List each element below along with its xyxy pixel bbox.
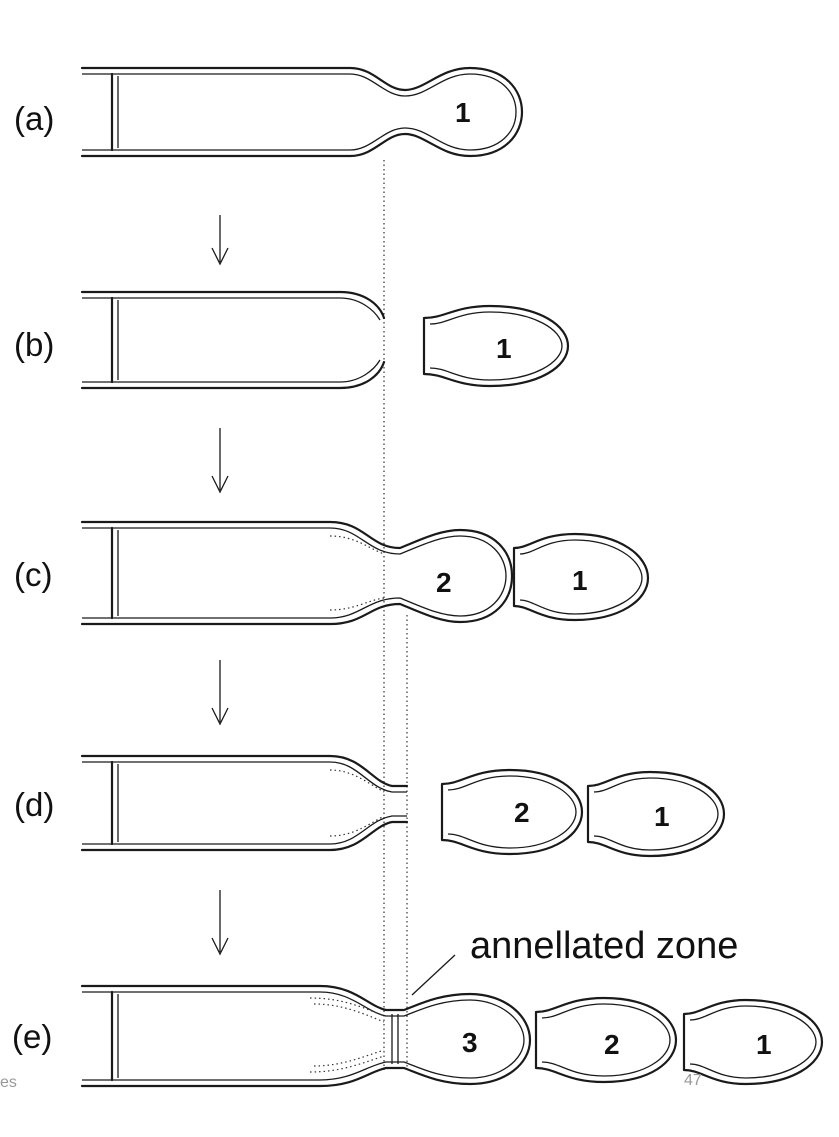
stage-e: (e) 3 2 1	[12, 984, 824, 1088]
arrow-d-e	[211, 890, 229, 956]
stage-b-cell-1: 1	[496, 333, 512, 364]
stage-e-label: (e)	[12, 1018, 52, 1055]
stage-d: (d) 2 1	[14, 754, 726, 858]
page-number: 47	[684, 1072, 702, 1089]
annotation-leader-line	[411, 954, 456, 996]
stage-c-cell-2: 2	[436, 567, 452, 598]
stage-b: (b) 1	[14, 290, 570, 390]
arrow-c-d	[211, 660, 229, 726]
stage-d-label: (d)	[14, 786, 54, 823]
stage-c-label: (c)	[14, 556, 52, 593]
stage-e-cell-2: 2	[604, 1029, 620, 1060]
stage-a: (a) 1	[14, 66, 524, 158]
footer-left-text: es	[0, 1074, 17, 1091]
stage-d-cell-2: 2	[514, 797, 530, 828]
arrow-a-b	[211, 215, 229, 266]
stage-b-label: (b)	[14, 326, 54, 363]
stage-e-cell-3: 3	[462, 1027, 478, 1058]
arrow-b-c	[211, 428, 229, 494]
stage-c: (c) 2 1	[14, 520, 650, 626]
stage-c-cell-1: 1	[572, 565, 588, 596]
stage-a-cell-1: 1	[455, 97, 471, 128]
stage-a-label: (a)	[14, 100, 54, 137]
annellated-zone-callout: annellated zone	[411, 925, 738, 996]
stage-d-cell-1: 1	[654, 801, 670, 832]
stage-e-cell-1: 1	[756, 1029, 772, 1060]
annotation-annellated-zone: annellated zone	[470, 925, 738, 967]
